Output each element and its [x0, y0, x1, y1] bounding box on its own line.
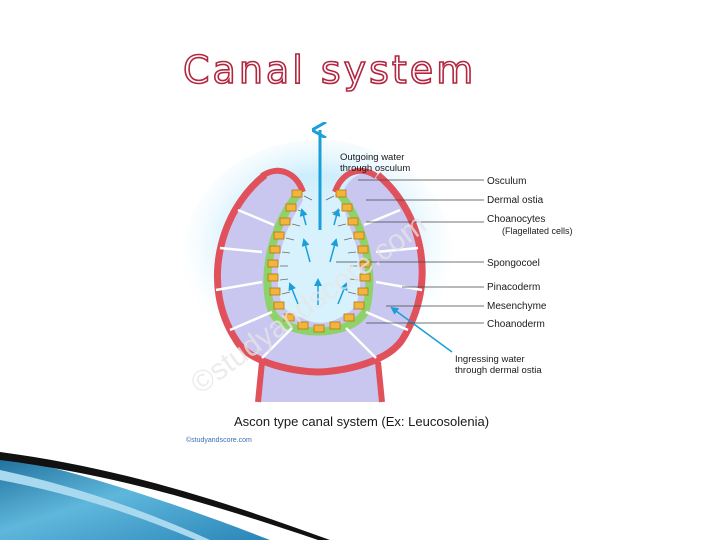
label-outgoing-water-line1: Outgoing water: [340, 152, 404, 163]
label-ingressing-water-line1: Ingressing water: [455, 354, 525, 365]
choanocytes: [267, 189, 371, 333]
flagella: [279, 195, 359, 295]
ingressing-water-arrow: [390, 306, 453, 353]
base-pinacoderm-left: [255, 361, 265, 403]
label-spongocoel: Spongocoel: [487, 258, 540, 269]
osculum-rim-right: [332, 167, 378, 194]
label-osculum: Osculum: [487, 176, 526, 187]
slide-title: Canal system: [182, 47, 477, 93]
label-mesenchyme: Mesenchyme: [487, 301, 547, 312]
spongocoel: [277, 200, 361, 320]
diagram-credit: ©studyandscore.com: [186, 436, 252, 444]
base-pinacoderm-right: [375, 361, 385, 403]
leader-lines: [336, 179, 484, 324]
osculum-rim-left: [260, 167, 306, 194]
label-dermal-ostia: Dermal ostia: [487, 195, 544, 206]
swoosh-blue-band: [0, 455, 270, 540]
label-ingressing-water-line2: through dermal ostia: [455, 365, 542, 376]
label-pinacoderm: Pinacoderm: [487, 282, 540, 293]
label-choanoderm: Choanoderm: [487, 319, 545, 330]
water-flow-arrows: [288, 208, 348, 305]
label-flagellated-cells: (Flagellated cells): [502, 226, 573, 236]
swoosh-dark-stripe: [0, 452, 330, 540]
label-choanocytes: Choanocytes: [487, 214, 545, 225]
swoosh-light-stripe: [0, 470, 210, 540]
label-outgoing-water-line2: through osculum: [340, 163, 410, 174]
dermal-ostia: [215, 208, 423, 359]
diagram-caption: Ascon type canal system (Ex: Leucosoleni…: [234, 414, 489, 429]
